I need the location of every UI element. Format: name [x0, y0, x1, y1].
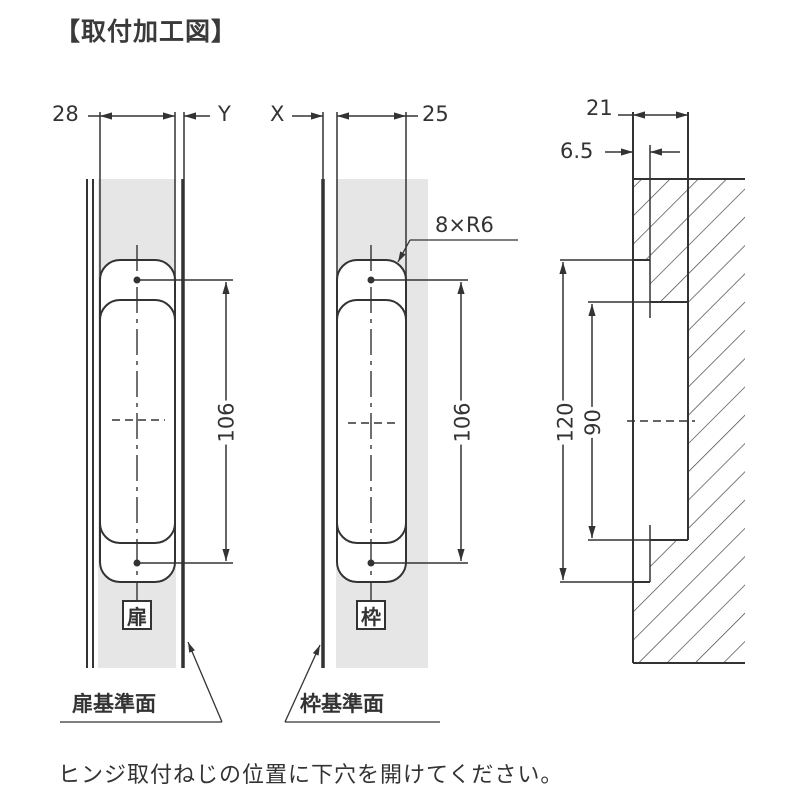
- section-dim-120: 120: [553, 400, 579, 445]
- drawing-title: 【取付加工図】: [55, 17, 238, 46]
- door-box-label: 扉: [122, 600, 152, 630]
- frame-radius-note: 8×R6: [435, 213, 494, 237]
- section-dim-21: 21: [586, 96, 613, 120]
- installation-note: ヒンジ取付ねじの位置に下穴を開けてください。: [58, 763, 564, 788]
- frame-box-label: 枠: [356, 600, 386, 630]
- frame-reference-label: 枠基準面: [300, 692, 384, 716]
- section-view: [559, 111, 745, 664]
- door-dim-y: Y: [218, 102, 231, 126]
- frame-view: [284, 112, 518, 723]
- door-reference-label: 扉基準面: [72, 692, 156, 716]
- door-dim-28: 28: [52, 102, 79, 126]
- door-view: [60, 112, 233, 723]
- door-dim-106: 106: [214, 400, 240, 445]
- frame-dim-25: 25: [422, 102, 449, 126]
- frame-dim-x: X: [270, 102, 285, 126]
- frame-dim-106: 106: [450, 400, 476, 445]
- section-dim-6-5: 6.5: [560, 139, 594, 163]
- section-dim-90: 90: [580, 407, 606, 438]
